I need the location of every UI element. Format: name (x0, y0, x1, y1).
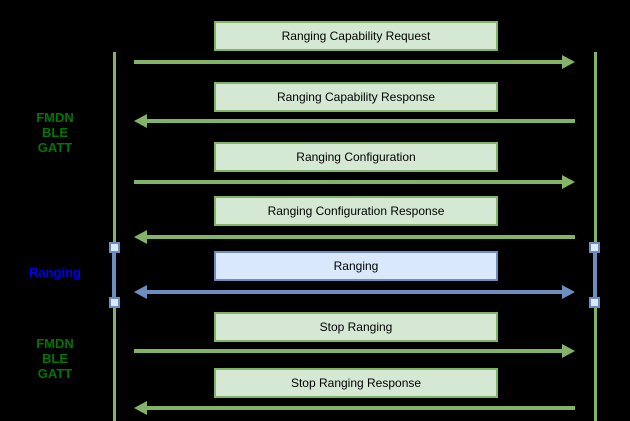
section-label-ranging: Ranging (0, 265, 110, 280)
lifeline-right (594, 52, 597, 421)
message-box-ranging-capability-request: Ranging Capability Request (214, 21, 498, 51)
arrow-shaft (145, 290, 564, 294)
arrow-ranging-configuration (134, 175, 575, 189)
message-box-ranging-configuration-response: Ranging Configuration Response (214, 196, 498, 226)
arrow-stop-ranging-response (134, 401, 575, 415)
activation-endpoint-icon (589, 242, 600, 253)
arrow-stop-ranging (134, 344, 575, 358)
arrow-ranging-capability-request (134, 55, 575, 69)
message-box-stop-ranging-response: Stop Ranging Response (214, 368, 498, 398)
arrowhead-right-icon (562, 285, 575, 299)
section-label-line: BLE (42, 125, 68, 140)
section-label-fmdn-ble-gatt-bottom: FMDN BLE GATT (0, 336, 110, 381)
lifeline-left (113, 52, 116, 421)
arrow-ranging-configuration-response (134, 230, 575, 244)
message-box-ranging-capability-response: Ranging Capability Response (214, 82, 498, 112)
section-label-line: BLE (42, 351, 68, 366)
section-label-line: GATT (37, 140, 73, 155)
arrowhead-right-icon (562, 175, 575, 189)
arrowhead-left-icon (134, 401, 147, 415)
activation-bar-left (112, 247, 116, 303)
arrow-shaft (145, 235, 575, 239)
arrowhead-right-icon (562, 344, 575, 358)
section-label-line: FMDN (36, 336, 74, 351)
message-box-stop-ranging: Stop Ranging (214, 312, 498, 342)
activation-endpoint-icon (109, 297, 120, 308)
section-label-line: GATT (37, 366, 73, 381)
arrow-ranging-bidirectional (134, 285, 575, 299)
arrow-shaft (145, 406, 575, 410)
arrowhead-right-icon (562, 55, 575, 69)
section-label-line: Ranging (29, 265, 81, 280)
section-label-line: FMDN (36, 110, 74, 125)
activation-endpoint-icon (109, 242, 120, 253)
arrowhead-left-icon (134, 230, 147, 244)
activation-endpoint-icon (589, 297, 600, 308)
arrowhead-left-icon (134, 285, 147, 299)
arrow-shaft (145, 119, 575, 123)
arrow-shaft (134, 180, 564, 184)
message-box-ranging: Ranging (214, 251, 498, 281)
section-label-fmdn-ble-gatt-top: FMDN BLE GATT (0, 110, 110, 155)
activation-bar-right (593, 247, 597, 303)
message-box-ranging-configuration: Ranging Configuration (214, 142, 498, 172)
arrow-ranging-capability-response (134, 114, 575, 128)
arrow-shaft (134, 349, 564, 353)
arrowhead-left-icon (134, 114, 147, 128)
arrow-shaft (134, 60, 564, 64)
